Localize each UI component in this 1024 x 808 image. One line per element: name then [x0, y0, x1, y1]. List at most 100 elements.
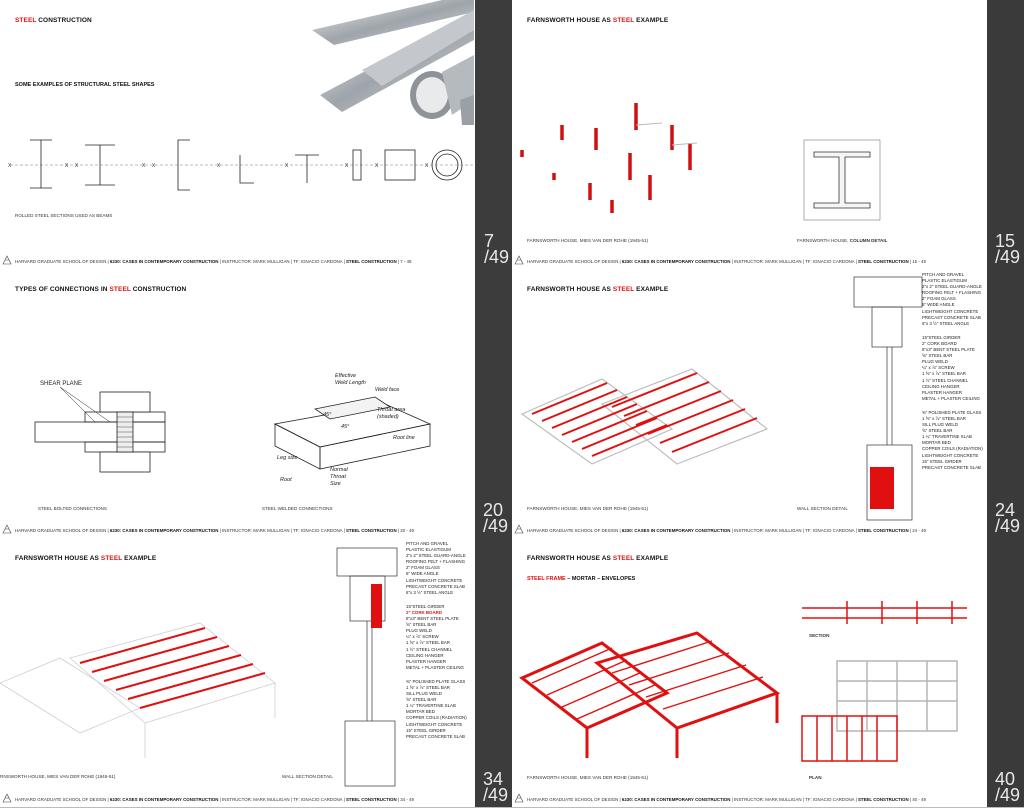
legend-item: ROOFING FELT + FLASHING	[406, 559, 465, 565]
legend-item: SILL PLUG WELD	[406, 691, 442, 697]
svg-text:Weld Length: Weld Length	[335, 380, 366, 386]
slide-34[interactable]: FARNSWORTH HOUSE AS STEEL EXAMPLE PITCH …	[0, 538, 512, 808]
column-axon-drawing	[520, 103, 698, 213]
slide-20[interactable]: TYPES OF CONNECTIONS IN STEEL CONSTRUCTI…	[0, 269, 512, 539]
gsd-logo-icon	[2, 255, 12, 265]
legend-item: 1 ¼" TRAVERTINE SLAB	[406, 703, 456, 709]
footer: HARVARD GRADUATE SCHOOL OF DESIGN | 6230…	[527, 797, 926, 802]
side-bar	[987, 269, 1024, 538]
slide-title: FARNSWORTH HOUSE AS STEEL EXAMPLE	[527, 555, 669, 562]
legend-item: METAL + PLASTER CEILING	[406, 664, 464, 670]
legend-item: 5" WIDE ANGLE	[406, 571, 439, 577]
caption: WALL SECTION DETAIL	[797, 506, 848, 511]
legend-item: 1 ⅝" x ⅞" STEEL BAR	[406, 684, 450, 690]
slide-15[interactable]: FARNSWORTH HOUSE AS STEEL EXAMPLE FARNSW…	[512, 0, 1024, 270]
slide-40[interactable]: FARNSWORTH HOUSE AS STEEL EXAMPLE STEEL …	[512, 538, 1024, 808]
legend-item: 2" CORK BOARD	[922, 340, 957, 346]
legend-item: 6"x 3 ½" STEEL ANGLE	[406, 589, 454, 595]
legend-item: COPPER COILS (RADIATION)	[922, 446, 983, 452]
legend-item: ⅜" POLISHED PLATE GLASS	[406, 678, 466, 684]
legend-item: 6"x 3 ½" STEEL ANGLE	[922, 320, 970, 326]
house-axon-drawing	[0, 622, 276, 758]
caption: ROLLED STEEL SECTIONS USED AS BEAMS	[15, 213, 113, 218]
legend-item: ⅜" POLISHED PLATE GLASS	[922, 409, 982, 415]
legend-item: PRECAST CONCRETE SLAB	[922, 464, 981, 470]
page-number: 20/49	[482, 499, 508, 536]
legend-item: PLUG WELD	[406, 628, 432, 634]
legend-item: LIGHTWEIGHT CONCRETE	[922, 308, 979, 314]
wall-section-drawing	[336, 547, 398, 787]
gsd-logo-icon	[514, 255, 524, 265]
caption: RNSWORTH HOUSE, MIES VAN DER ROHE (1945-…	[0, 774, 116, 779]
gsd-logo-icon	[2, 793, 12, 803]
footer: HARVARD GRADUATE SCHOOL OF DESIGN | 6230…	[15, 259, 412, 264]
legend-item: PRECAST CONCRETE SLAB	[406, 733, 465, 739]
legend-item: 5" WIDE ANGLE	[922, 302, 955, 308]
footer: HARVARD GRADUATE SCHOOL OF DESIGN | 6230…	[15, 528, 414, 533]
legend-item: 15" STEEL GIRDER	[406, 727, 446, 733]
legend-item: 1 ⅝" x ⅞" STEEL BAR	[406, 640, 450, 646]
svg-text:Throat area: Throat area	[377, 407, 405, 413]
legend-item: CEILING HANGER	[406, 652, 444, 658]
legend-item: LIGHTWEIGHT CONCRETE	[922, 452, 979, 458]
svg-text:X: X	[285, 163, 289, 169]
column-detail-drawing	[803, 139, 881, 221]
gsd-logo-icon	[514, 793, 524, 803]
svg-text:X: X	[152, 163, 156, 169]
legend-item: ⅝" STEEL BAR	[406, 622, 437, 628]
legend-item: ⅝" STEEL BAR	[922, 353, 953, 359]
section-drawing	[802, 601, 967, 624]
caption: SECTION	[809, 633, 830, 638]
legend-item: 2"x 2" STEEL GUARD-ANGLE	[922, 284, 982, 290]
legend-item: METAL + PLASTER CEILING	[922, 395, 980, 401]
legend-item: SILL PLUG WELD	[922, 422, 958, 428]
svg-text:X: X	[345, 163, 349, 169]
caption: PLAN	[809, 775, 822, 780]
legend-item: MORTAR BED	[922, 440, 951, 446]
slide-title: FARNSWORTH HOUSE AS STEEL EXAMPLE	[15, 555, 157, 562]
side-bar	[475, 538, 512, 807]
svg-text:X: X	[65, 163, 69, 169]
gsd-logo-icon	[514, 524, 524, 534]
plan-drawing	[801, 660, 958, 762]
legend-item: 15"STEEL GIRDER	[406, 603, 445, 609]
caption: STEEL BOLTED CONNECTIONS	[38, 506, 107, 511]
page-number: 40/49	[994, 768, 1020, 805]
legend-item: ROOFING FELT + FLASHING	[922, 290, 981, 296]
side-bar	[475, 269, 512, 538]
slide-title: FARNSWORTH HOUSE AS STEEL EXAMPLE	[527, 286, 669, 293]
svg-text:X: X	[75, 163, 79, 169]
legend-item: PLUG WELD	[922, 359, 948, 365]
svg-text:Leg size: Leg size	[277, 455, 298, 461]
slide-title: STEEL CONSTRUCTION	[15, 17, 92, 24]
slide-title: TYPES OF CONNECTIONS IN STEEL CONSTRUCTI…	[15, 286, 187, 293]
legend-item: 8"x3" BENT STEEL PLATE	[406, 616, 459, 622]
legend-item: 2" FOAM GLASS	[922, 296, 956, 302]
slide-24[interactable]: FARNSWORTH HOUSE AS STEEL EXAMPLE PITCH …	[512, 269, 1024, 539]
legend-item: 15"STEEL GIRDER	[922, 334, 961, 340]
steel-shapes-photo	[312, 0, 474, 125]
footer: HARVARD GRADUATE SCHOOL OF DESIGN | 6230…	[15, 797, 414, 802]
svg-text:45°: 45°	[323, 412, 332, 418]
legend-item: LIGHTWEIGHT CONCRETE	[406, 577, 463, 583]
caption: STEEL WELDED CONNECTIONS	[262, 506, 333, 511]
legend-item: ⅝" STEEL BAR	[406, 697, 437, 703]
svg-text:Root: Root	[280, 477, 292, 483]
svg-text:45°: 45°	[341, 424, 350, 430]
svg-text:Normal: Normal	[330, 467, 349, 473]
svg-text:X: X	[8, 163, 12, 169]
svg-text:X: X	[375, 163, 379, 169]
slide-7[interactable]: STEEL CONSTRUCTION SOME EXAMPLES OF STRU…	[0, 0, 512, 270]
frame-axon-drawing	[519, 631, 781, 758]
caption: FARNSWORTH HOUSE, MIES VAN DER ROHE (194…	[527, 238, 649, 243]
caption: FARNSWORTH HOUSE, MIES VAN DER ROHE (194…	[527, 506, 649, 511]
legend-item: 1 ½" STEEL CHANNEL	[922, 377, 969, 383]
legend-item: 2"x 2" STEEL GUARD-ANGLE	[406, 553, 466, 559]
gsd-logo-icon	[2, 524, 12, 534]
svg-text:X: X	[142, 163, 146, 169]
slide-title: FARNSWORTH HOUSE AS STEEL EXAMPLE	[527, 17, 669, 24]
